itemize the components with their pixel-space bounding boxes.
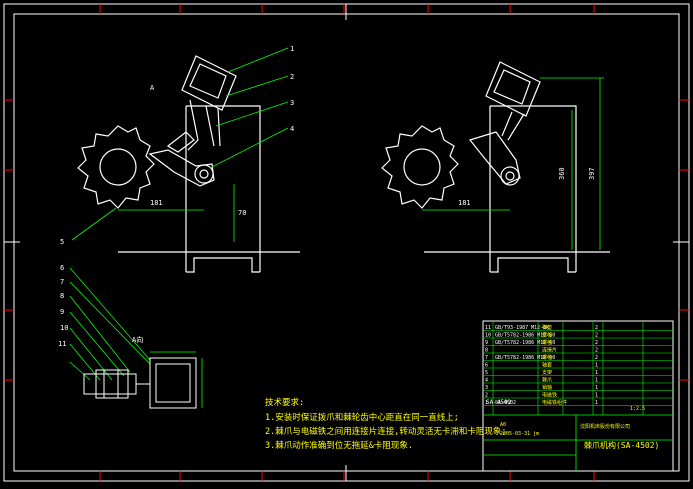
table-cell: 电磁铁组件 — [542, 399, 567, 406]
part-number-stack[interactable]: 5 6 7 8 9 10 11 — [58, 238, 151, 381]
part-number-label: 3 — [290, 99, 294, 107]
table-cell: 轴套 — [542, 362, 552, 369]
table-cell: SA-4502 — [495, 400, 516, 406]
section-dimensions — [150, 351, 203, 408]
table-cell: 销轴 — [542, 384, 552, 391]
table-cell: 1 — [595, 400, 598, 406]
section-detail — [83, 357, 197, 409]
table-cell: 6 — [485, 363, 488, 369]
table-cell: 1 — [595, 370, 598, 376]
dimension-label: 360 — [558, 167, 566, 180]
table-cell: 弹垫 — [542, 324, 552, 331]
dimensions-left — [118, 184, 235, 242]
table-cell: 2 — [595, 340, 598, 346]
table-cell: 10 — [485, 333, 491, 339]
table-cell: 1 — [595, 363, 598, 369]
table-cell: 棘爪 — [542, 378, 552, 384]
leaders-right — [71, 47, 289, 241]
org-line: 2005-03-31 jm — [500, 431, 539, 437]
ratchet-wheel-right — [381, 125, 459, 209]
electromagnet-right — [485, 61, 541, 141]
table-cell: 4 — [485, 378, 488, 384]
table-cell: 3 — [485, 385, 488, 391]
leaders-left — [69, 267, 151, 381]
note-item: 2.棘爪与电磁铁之间用连接片连接,转动灵活无卡滞和卡阻现象; — [265, 426, 506, 437]
table-cell: 2 — [595, 348, 598, 354]
table-cell: GB/T5782-1986 M12-60 — [495, 333, 555, 339]
company-name: 沈阳机床股份有限公司 — [580, 423, 630, 430]
table-cell: 5 — [485, 370, 488, 376]
scale-value: 1:2.5 — [630, 406, 645, 412]
dimension-label: 397 — [588, 167, 596, 180]
table-cell: 2 — [595, 325, 598, 331]
part-number-label: 2 — [290, 73, 294, 81]
table-cell: 支架 — [542, 369, 552, 376]
view-label-a: A — [150, 84, 155, 92]
part-number-label: 7 — [60, 278, 64, 286]
table-cell: 1 — [595, 378, 598, 384]
table-cell: 9 — [485, 340, 488, 346]
zone-ticks — [4, 4, 689, 481]
table-cell: 1 — [485, 400, 488, 406]
table-cell: GB/T5782-1986 M12-60 — [495, 340, 555, 346]
table-cell: 螺栓 — [542, 332, 552, 339]
pawl-right — [468, 131, 521, 186]
org-line: A0 — [500, 422, 506, 428]
dimensions-right — [422, 77, 604, 250]
part-number-label: 10 — [60, 324, 68, 332]
drawing-frame — [3, 3, 690, 482]
table-cell: 11 — [485, 325, 491, 331]
ratchet-wheel-left — [77, 125, 155, 209]
title-block-grid — [483, 414, 673, 471]
section-label: A向 — [132, 335, 143, 344]
part-number-label: 11 — [58, 340, 66, 348]
note-item: 1.安装时保证拨爪和棘轮齿中心距直在同一直线上; — [265, 412, 459, 423]
table-cell: 2 — [485, 393, 488, 399]
table-cell: 1 — [595, 393, 598, 399]
table-cell: 8 — [485, 348, 488, 354]
part-number-label: 6 — [60, 264, 64, 272]
part-number-label: 5 — [60, 238, 64, 246]
part-number-label: 8 — [60, 292, 64, 300]
left-view[interactable]: 181 70 A 1 2 3 4 — [71, 45, 300, 273]
table-cell: 1 — [595, 385, 598, 391]
notes-title: 技术要求: — [265, 397, 304, 408]
table-cell: 2 — [595, 333, 598, 339]
part-number-label: 1 — [290, 45, 294, 53]
centering-marks — [4, 4, 689, 481]
table-cell: GB/T93-1987 M12-8k — [495, 325, 549, 331]
technical-notes: 技术要求: 1.安装时保证拨爪和棘轮齿中心距直在同一直线上; 2.棘爪与电磁铁之… — [265, 397, 506, 451]
table-cell: 连接片 — [542, 347, 557, 354]
table-cell: 2 — [595, 355, 598, 361]
drawing-number: SA-4502 — [486, 399, 512, 406]
table-cell: 7 — [485, 355, 488, 361]
electromagnet-left — [181, 55, 237, 151]
pawl-left — [148, 131, 215, 187]
dimension-label: 181 — [458, 199, 471, 207]
dimension-label: 70 — [238, 209, 246, 217]
part-number-label: 9 — [60, 308, 64, 316]
right-view[interactable]: 181 360 397 — [381, 61, 610, 273]
part-number-label: 4 — [290, 125, 294, 133]
bracket-left — [118, 105, 300, 273]
table-cell: GB/T5782-1986 M12-60 — [495, 355, 555, 361]
table-cell: 电磁铁 — [542, 392, 557, 399]
table-cell: 螺栓 — [542, 339, 552, 346]
table-cell: 螺栓 — [542, 354, 552, 361]
section-view-a[interactable]: A向 — [83, 335, 203, 409]
bracket-right — [424, 105, 610, 273]
dimension-label: 181 — [150, 199, 163, 207]
drawing-title: 棘爪机构(SA-4502) — [584, 440, 659, 450]
note-item: 3.棘爪动作准确到位无拖延&卡阻现象. — [265, 440, 413, 451]
